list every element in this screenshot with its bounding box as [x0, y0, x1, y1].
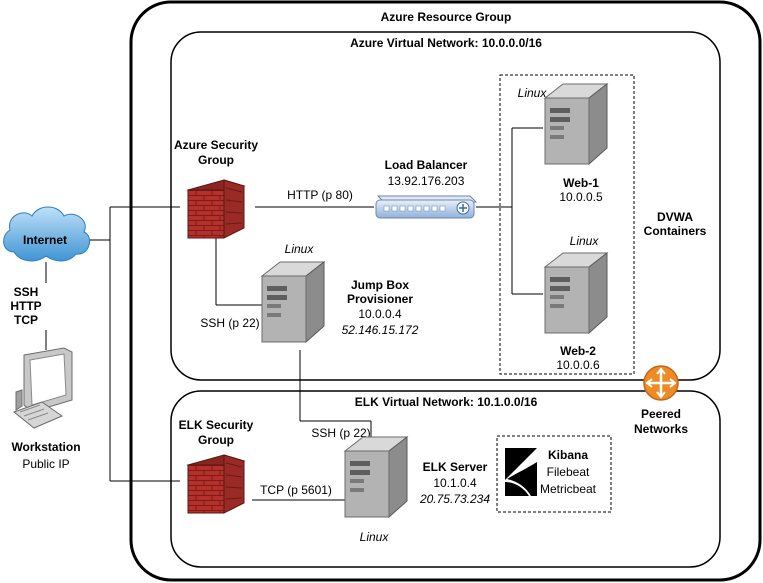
- web2-name: Web-2: [560, 344, 596, 358]
- elk-firewall-icon: [187, 454, 245, 514]
- ssh-link-elk-label: SSH (p 22): [311, 426, 370, 440]
- jump-box-server-icon: [261, 261, 325, 343]
- jump-box-public-ip: 52.146.15.172: [342, 323, 419, 337]
- web2-server-icon: [544, 252, 608, 334]
- azure-sg-label-1: Azure Security: [174, 138, 258, 152]
- internet-label: Internet: [23, 233, 67, 247]
- dvwa-label-2: Containers: [644, 224, 707, 238]
- azure-sg-label-2: Group: [198, 153, 234, 167]
- web1-name: Web-1: [563, 176, 599, 190]
- azure-firewall-icon: [187, 179, 245, 239]
- metricbeat-label: Metricbeat: [540, 482, 597, 496]
- elk-server-public-ip: 20.75.73.234: [419, 492, 490, 506]
- web1-server-icon: [544, 83, 608, 165]
- dvwa-label-1: DVWA: [657, 210, 693, 224]
- kibana-label: Kibana: [548, 448, 588, 462]
- tcp-link-label: TCP (p 5601): [260, 483, 332, 497]
- load-balancer-icon: [375, 195, 478, 219]
- jump-box-label-1: Jump Box: [351, 278, 409, 292]
- workstation-name: Workstation: [11, 440, 80, 454]
- jump-box-os: Linux: [285, 242, 315, 256]
- elk-sg-label-1: ELK Security: [179, 418, 254, 432]
- http-link-label: HTTP (p 80): [287, 188, 353, 202]
- web2-os: Linux: [570, 234, 600, 248]
- elk-stack-frame: [496, 435, 612, 513]
- kibana-logo-icon: [505, 448, 537, 496]
- protocol-ssh: SSH: [14, 285, 39, 299]
- dvwa-containers-frame: [499, 74, 635, 375]
- peering-label-1: Peered: [641, 407, 681, 421]
- workstation-icon: [12, 347, 73, 429]
- web1-os: Linux: [518, 86, 548, 100]
- workstation-ip-label: Public IP: [22, 457, 69, 471]
- elk-sg-label-2: Group: [198, 433, 234, 447]
- elk-server-icon: [344, 436, 408, 518]
- resource-group-title: Azure Resource Group: [381, 10, 512, 24]
- internet-cloud-icon: [3, 206, 91, 262]
- elk-server-private-ip: 10.1.0.4: [433, 476, 477, 490]
- peering-label-2: Networks: [634, 422, 688, 436]
- jump-box-label-2: Provisioner: [347, 292, 413, 306]
- protocol-http: HTTP: [10, 299, 41, 313]
- ssh-link-jump-label: SSH (p 22): [200, 316, 259, 330]
- filebeat-label: Filebeat: [547, 465, 590, 479]
- web1-ip: 10.0.0.5: [559, 190, 603, 204]
- azure-vnet-title: Azure Virtual Network: 10.0.0.0/16: [350, 36, 542, 50]
- elk-vnet-frame: [170, 390, 721, 568]
- load-balancer-ip: 13.92.176.203: [388, 174, 465, 188]
- elk-vnet-title: ELK Virtual Network: 10.1.0.0/16: [355, 395, 538, 409]
- load-balancer-name: Load Balancer: [385, 158, 468, 172]
- web2-ip: 10.0.0.6: [556, 358, 600, 372]
- resource-group-frame: [129, 0, 762, 582]
- jump-box-private-ip: 10.0.0.4: [358, 307, 402, 321]
- peering-router-icon: [643, 365, 679, 401]
- connections: [45, 127, 543, 501]
- elk-server-name: ELK Server: [423, 460, 488, 474]
- azure-vnet-frame: [170, 31, 721, 381]
- elk-server-os: Linux: [360, 530, 390, 544]
- protocol-tcp: TCP: [14, 313, 38, 327]
